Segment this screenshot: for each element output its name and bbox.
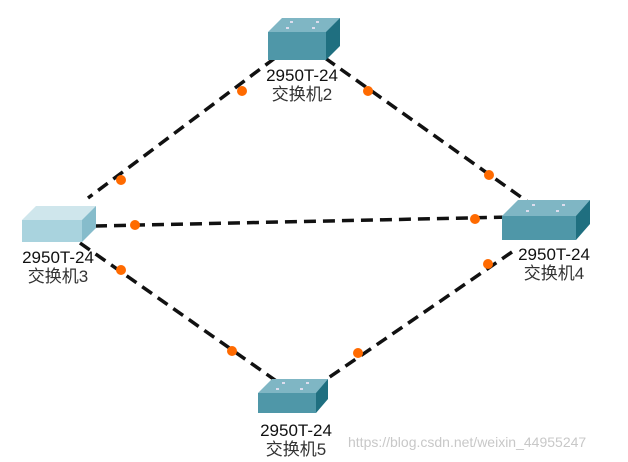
switch2-model: 2950T-24 [266,66,338,85]
switch2-name: 交换机2 [271,85,333,104]
port-dot [470,214,480,224]
switch4-name: 交换机4 [523,264,585,283]
switch4-icon[interactable] [502,200,590,240]
link-switch3-switch4[interactable] [94,215,513,228]
switch5-model: 2950T-24 [260,421,332,440]
switch3-model: 2950T-24 [22,248,94,267]
switch4-model: 2950T-24 [518,245,590,264]
port-dot [227,346,237,356]
port-dot [353,348,363,358]
switch2-label: 2950T-24 交换机2 [242,66,362,104]
port-dot [484,170,494,180]
port-dot [483,259,493,269]
link-switch3-switch5[interactable] [78,241,284,387]
link-switch4-switch5[interactable] [317,250,513,387]
switch3-label: 2950T-24 交换机3 [0,248,118,286]
port-dot [363,86,373,96]
switch3-name: 交换机3 [27,267,89,286]
switch3-icon[interactable] [22,206,96,242]
link-switch2-switch4[interactable] [323,56,537,209]
port-dot [237,86,247,96]
port-dot [130,220,140,230]
switch5-icon[interactable] [258,379,328,413]
port-dot [116,175,126,185]
link-switch2-switch3[interactable] [86,56,277,200]
switch5-name: 交换机5 [265,440,327,459]
watermark: https://blog.csdn.net/weixin_44955247 [348,434,587,450]
switch4-label: 2950T-24 交换机4 [494,245,614,283]
switch2-icon[interactable] [268,18,340,60]
switch5-label: 2950T-24 交换机5 [236,421,356,459]
port-dot [116,265,126,275]
